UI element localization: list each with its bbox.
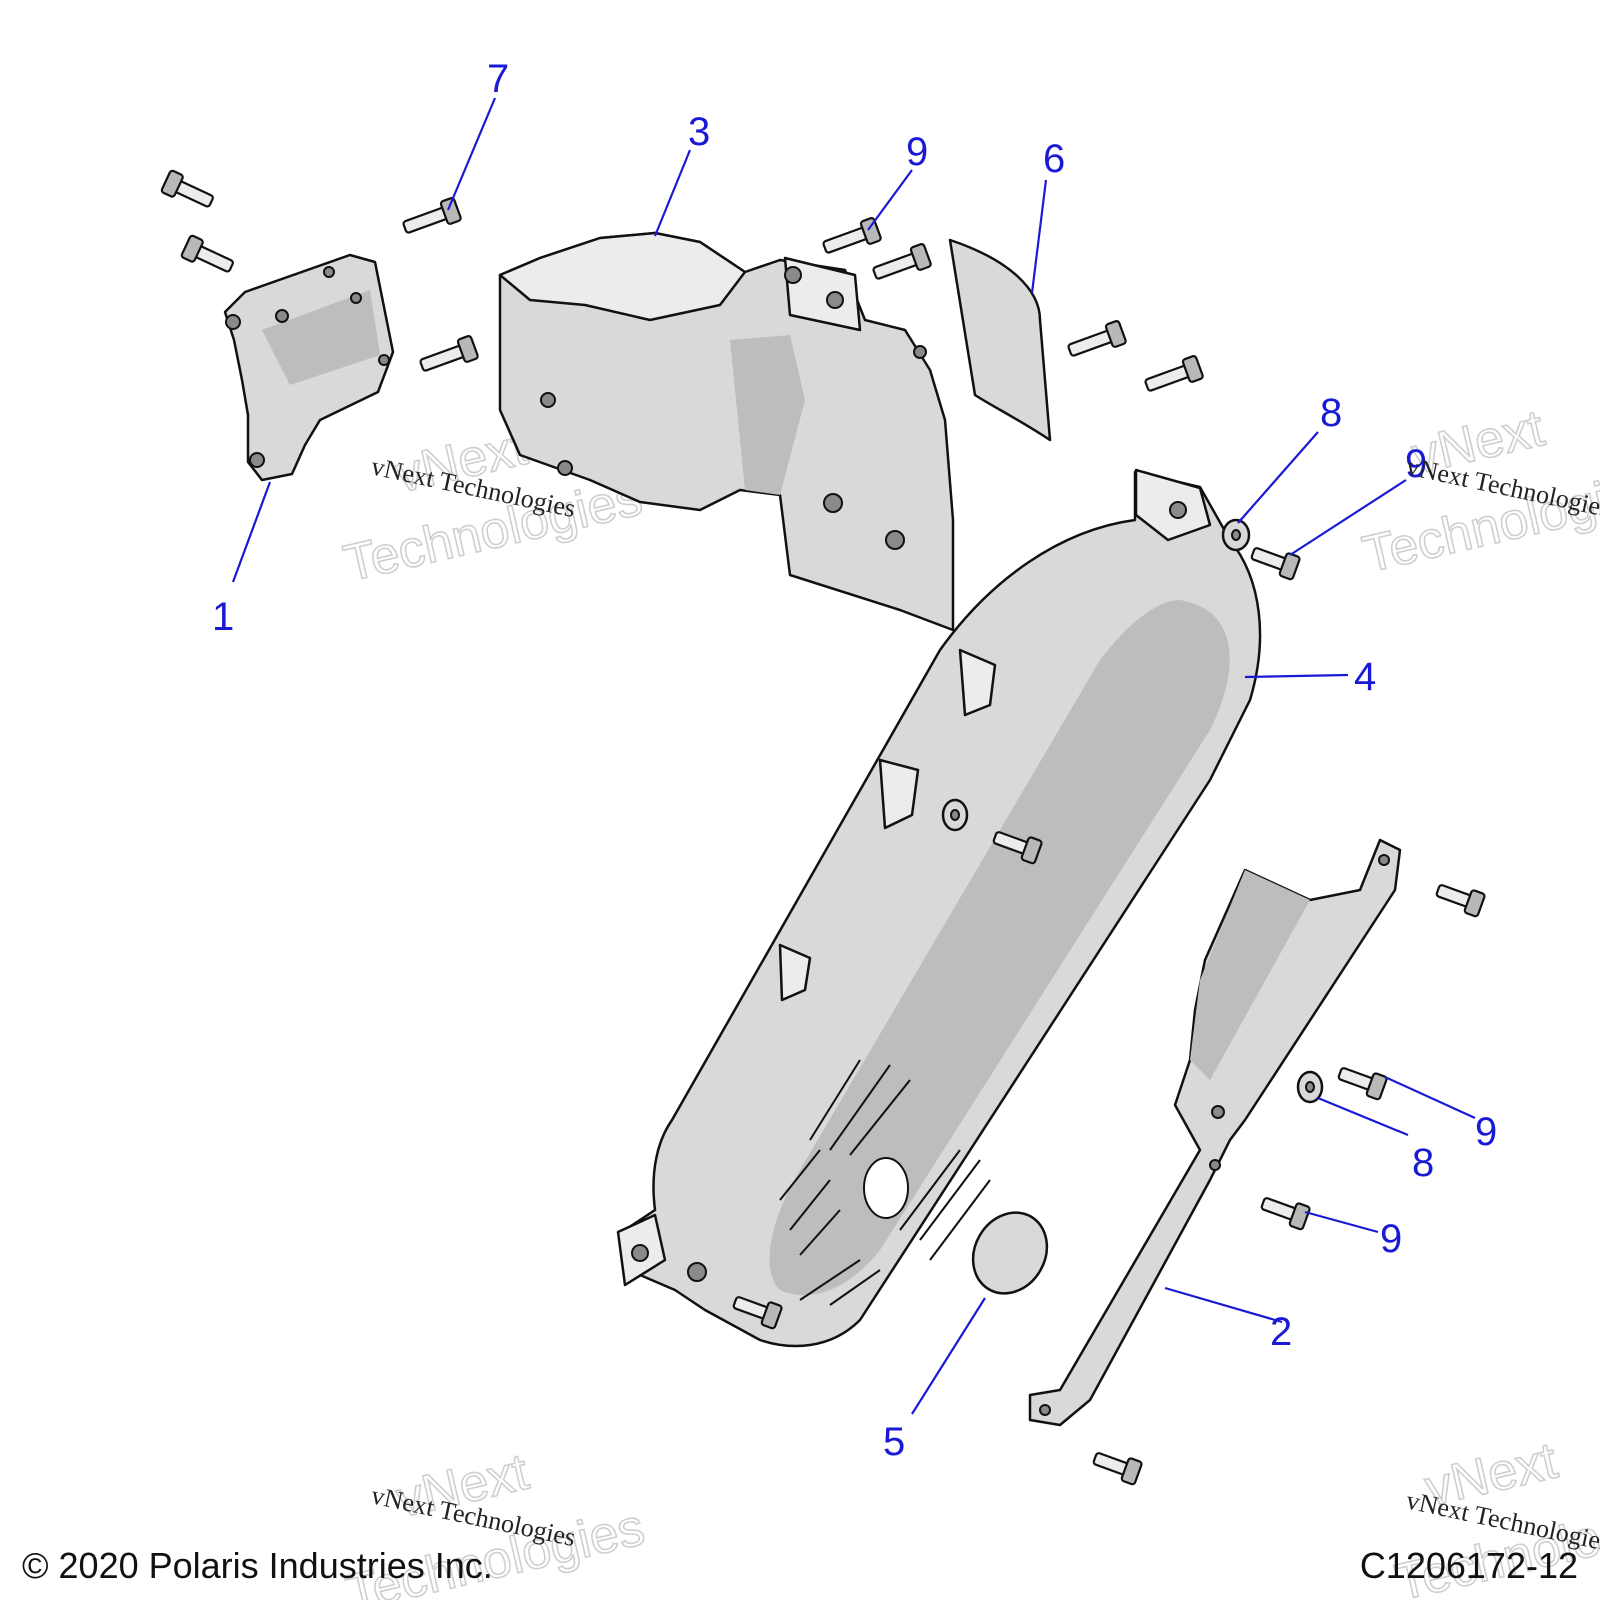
part-3-housing: [498, 231, 955, 632]
callout-9-top: 9: [906, 130, 928, 174]
callout-8-upper: 8: [1320, 391, 1342, 435]
washer-8-lower: [1296, 1070, 1324, 1104]
callout-7: 7: [487, 57, 509, 101]
callout-2: 2: [1270, 1310, 1292, 1354]
copyright-text: © 2020 Polaris Industries Inc.: [22, 1545, 493, 1586]
part-5-plug: [971, 1211, 1049, 1295]
cover-vent-grille: [779, 1059, 991, 1306]
callout-3: 3: [688, 110, 710, 154]
washer-mid: [941, 798, 969, 832]
callout-6: 6: [1043, 137, 1065, 181]
washer-8-upper: [1221, 518, 1251, 552]
callout-9-right: 9: [1405, 442, 1427, 486]
bolt-group: [160, 169, 1486, 1486]
part-2-strip: [1028, 838, 1402, 1427]
part-6-shield: [948, 238, 1052, 442]
callout-1: 1: [212, 595, 234, 639]
leader-lines: [231, 97, 1476, 1415]
part-4-cover: [616, 468, 1262, 1348]
callout-9-bottom: 9: [1380, 1217, 1402, 1261]
callout-4: 4: [1354, 655, 1376, 699]
callout-9-lower-right: 9: [1475, 1110, 1497, 1154]
drawing-id: C1206172-12: [1360, 1545, 1578, 1586]
callout-5: 5: [883, 1420, 905, 1464]
callouts: 1 2 3 4 5 6 7 8 8 9 9 9 9: [212, 57, 1497, 1464]
callout-8-lower: 8: [1412, 1141, 1434, 1185]
part-1-bracket: [223, 253, 395, 482]
